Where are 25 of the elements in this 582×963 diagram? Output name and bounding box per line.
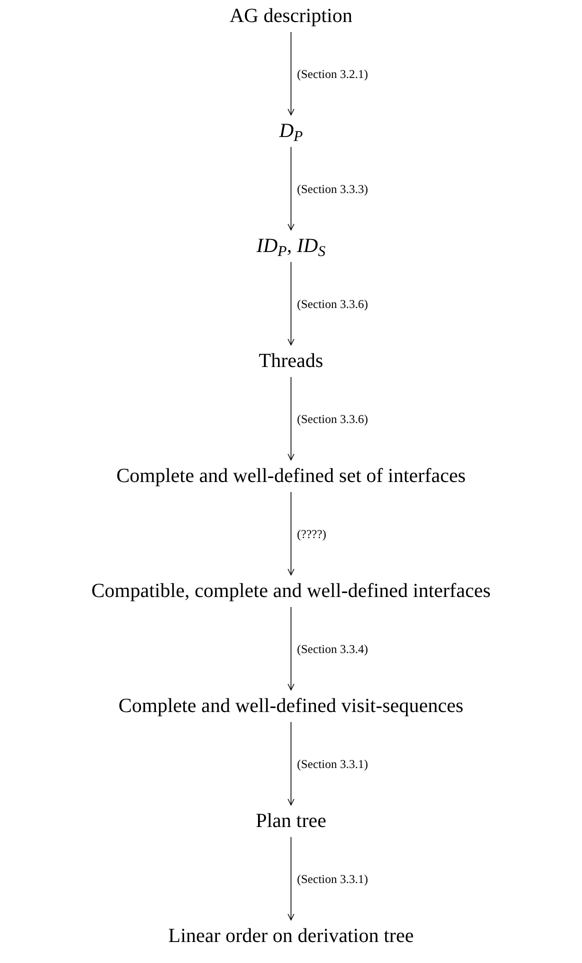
step-text: Compatible, complete and well-defined interfaces: [0, 577, 582, 605]
edge-label: (Section 3.3.6): [297, 412, 368, 424]
arrow: [288, 376, 294, 460]
edge-label: (Section 3.2.1): [297, 68, 368, 80]
edge-label: (Section 3.3.3): [297, 182, 368, 194]
step-text: Complete and well-defined visit-sequences: [0, 692, 582, 720]
step-text: Linear order on derivation tree: [0, 922, 582, 950]
arrow: [288, 836, 294, 920]
step-text: Threads: [0, 347, 582, 375]
step-text: D$_{P}$: [0, 117, 582, 145]
arrow: [288, 262, 294, 346]
arrow: [288, 146, 294, 230]
arrow: [288, 492, 294, 576]
step-text: Complete and well-defined set of interfaces: [0, 462, 582, 490]
edge-label: (Section 3.3.6): [297, 298, 368, 310]
edge-label: (Section 3.3.4): [297, 642, 368, 654]
step-text: ID$_{P}$, ID$_{S}$: [0, 232, 582, 260]
edge-label: (Section 3.3.1): [297, 758, 368, 770]
arrow: [288, 32, 294, 116]
edge-label: (????): [297, 528, 326, 540]
step-text: AG description: [0, 2, 582, 30]
arrow: [288, 606, 294, 690]
step-text: Plan tree: [0, 807, 582, 835]
arrow: [288, 722, 294, 806]
edge-label: (Section 3.3.1): [297, 872, 368, 884]
